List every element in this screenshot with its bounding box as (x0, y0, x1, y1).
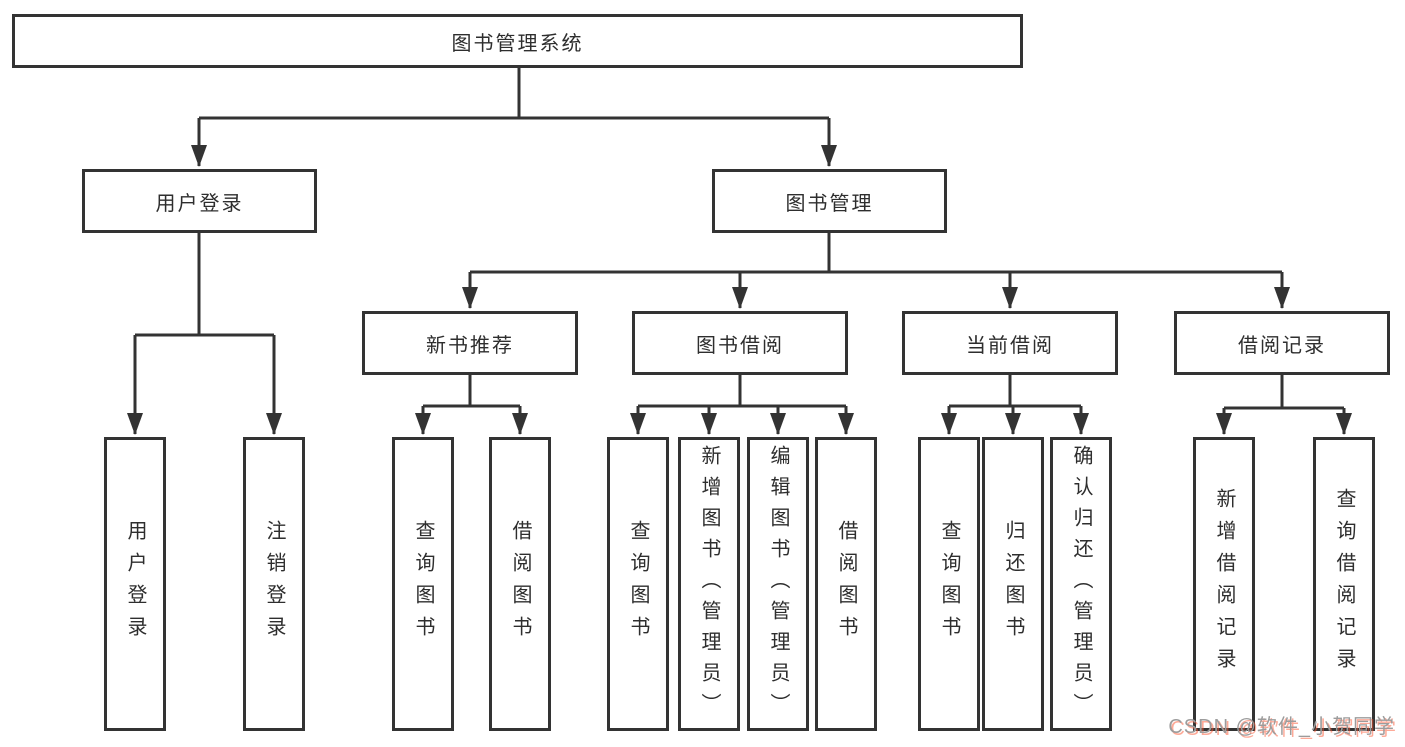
node-root: 图书管理系统 (12, 14, 1023, 68)
node-book-borrowing: 图书借阅 (632, 311, 848, 375)
node-borrowing-records-label: 借阅记录 (1238, 334, 1326, 357)
leaf-cb-return-books-label: 归还图书 (1002, 520, 1024, 648)
node-book-management-label: 图书管理 (785, 192, 874, 215)
node-user-login: 用户登录 (82, 169, 317, 233)
node-borrowing-records: 借阅记录 (1174, 311, 1390, 375)
leaf-bb-add-books-admin-label: 新增图书（管理员） (698, 444, 720, 724)
leaf-cb-return-books: 归还图书 (982, 437, 1044, 731)
watermark: CSDN @软件_小贺同学 (1168, 716, 1395, 738)
leaf-cb-confirm-return-admin-label: 确认归还（管理员） (1070, 444, 1092, 724)
node-new-book-recommendation-label: 新书推荐 (426, 334, 514, 357)
leaf-bb-query-books-label: 查询图书 (627, 520, 649, 648)
leaf-bb-edit-books-admin-label: 编辑图书（管理员） (767, 444, 789, 724)
leaf-cb-confirm-return-admin: 确认归还（管理员） (1050, 437, 1112, 731)
leaf-nbr-query-books-label: 查询图书 (412, 520, 434, 648)
leaf-nbr-borrow-books-label: 借阅图书 (509, 520, 531, 648)
leaf-br-query-borrow-record: 查询借阅记录 (1313, 437, 1375, 731)
node-root-label: 图书管理系统 (451, 32, 584, 55)
leaf-bb-edit-books-admin: 编辑图书（管理员） (747, 437, 809, 731)
leaf-bb-add-books-admin: 新增图书（管理员） (678, 437, 740, 731)
leaf-br-add-borrow-record: 新增借阅记录 (1193, 437, 1255, 731)
leaf-bb-query-books: 查询图书 (607, 437, 669, 731)
leaf-nbr-borrow-books: 借阅图书 (489, 437, 551, 731)
leaf-cb-query-books-label: 查询图书 (938, 520, 960, 648)
node-current-borrowing-label: 当前借阅 (966, 334, 1054, 357)
node-user-login-label: 用户登录 (155, 192, 244, 215)
leaf-bb-borrow-books: 借阅图书 (815, 437, 877, 731)
node-book-borrowing-label: 图书借阅 (696, 334, 784, 357)
leaf-logout-login: 注销登录 (243, 437, 305, 731)
node-current-borrowing: 当前借阅 (902, 311, 1118, 375)
node-new-book-recommendation: 新书推荐 (362, 311, 578, 375)
leaf-bb-borrow-books-label: 借阅图书 (835, 520, 857, 648)
node-book-management: 图书管理 (712, 169, 947, 233)
leaf-cb-query-books: 查询图书 (918, 437, 980, 731)
leaf-user-login-label: 用户登录 (124, 520, 146, 648)
leaf-br-query-borrow-record-label: 查询借阅记录 (1333, 488, 1355, 680)
leaf-nbr-query-books: 查询图书 (392, 437, 454, 731)
leaf-logout-login-label: 注销登录 (263, 520, 285, 648)
leaf-br-add-borrow-record-label: 新增借阅记录 (1213, 488, 1235, 680)
leaf-user-login: 用户登录 (104, 437, 166, 731)
